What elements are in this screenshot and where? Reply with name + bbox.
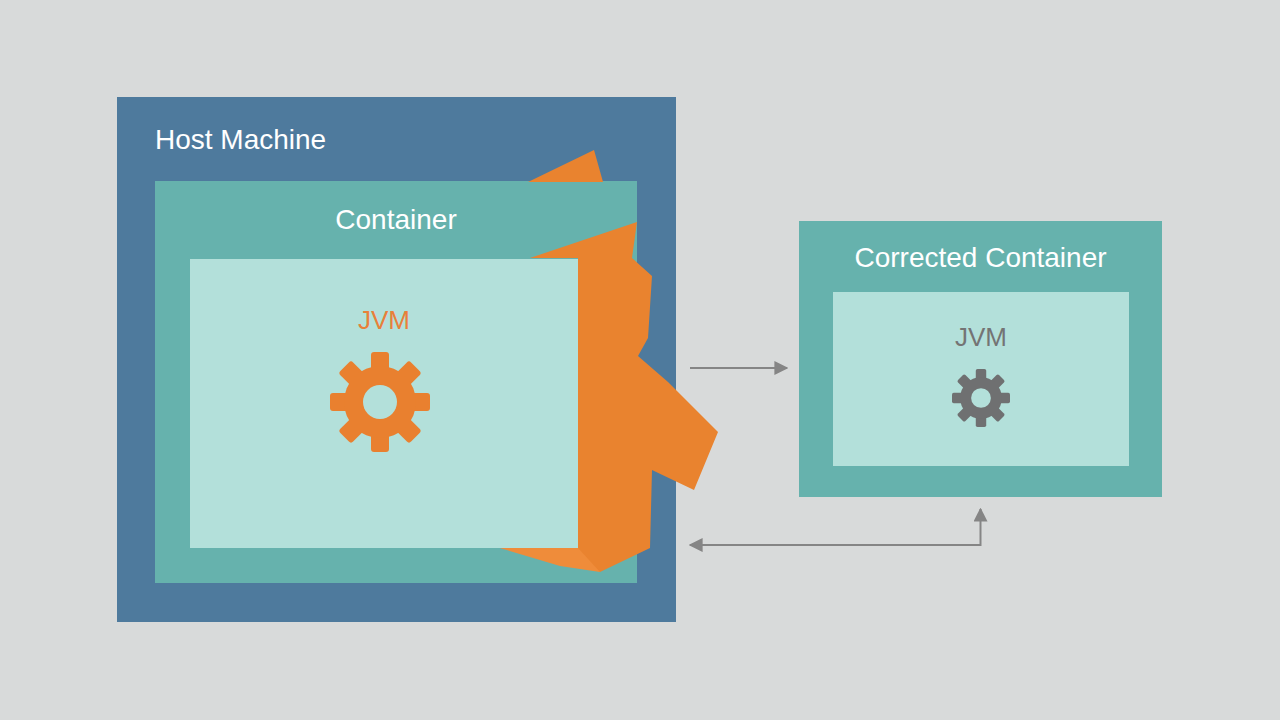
box-label: Container bbox=[155, 203, 637, 237]
flow-arrow bbox=[690, 367, 787, 369]
flow-arrow bbox=[690, 509, 981, 545]
container-box: JVM bbox=[833, 292, 1129, 466]
container-box: Host MachineContainerJVM bbox=[117, 97, 676, 622]
box-label: JVM bbox=[833, 322, 1129, 353]
box-label: JVM bbox=[190, 305, 578, 336]
container-box: Corrected ContainerJVM bbox=[799, 221, 1162, 497]
container-box: JVM bbox=[190, 259, 578, 548]
container-box: ContainerJVM bbox=[155, 181, 637, 583]
box-label: Corrected Container bbox=[799, 241, 1162, 275]
box-label: Host Machine bbox=[155, 123, 326, 157]
